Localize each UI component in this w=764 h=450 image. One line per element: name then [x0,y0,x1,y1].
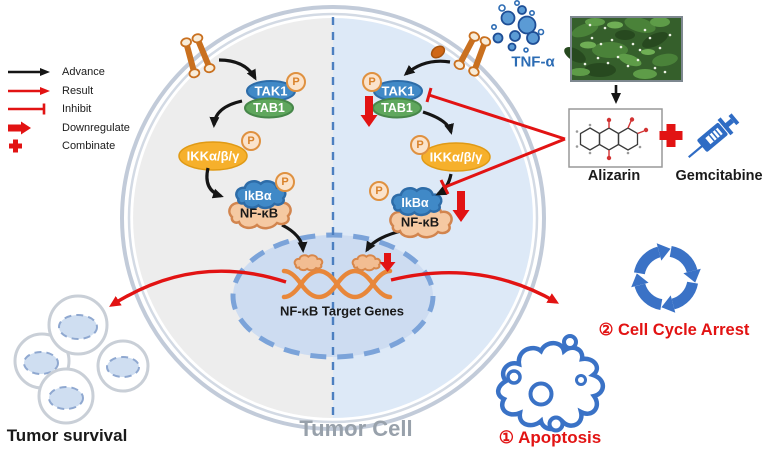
tnf-label: TNF-α [511,53,555,71]
alizarin-label: Alizarin [587,168,641,184]
legend-label: Inhibit [62,103,92,116]
ikba-left-label: IkBα [244,189,272,203]
legend-row-downregulate: Downregulate [6,119,130,138]
apoptosis-icon [496,334,606,433]
ikba-right-label: IkBα [401,196,429,210]
phospho-badge: P [362,72,382,92]
target-genes-label: NF-κB Target Genes [279,303,405,319]
ikk-left-label: IKKα/β/γ [186,148,240,164]
gemcitabine-label: Gemcitabine [675,168,763,184]
tak1-right-label: TAK1 [381,83,415,99]
result-arrows [109,269,560,307]
legend-row-advance: Advance [6,63,130,82]
phospho-badge: P [241,131,261,151]
result-arrow-icon [8,86,50,95]
syringe-icon [688,113,740,159]
nfkb-left-label: NF-κB [239,205,279,221]
phospho-badge: P [286,72,306,92]
ikk-right-label: IKKα/β/γ [429,149,483,165]
apoptosis-label: ① Apoptosis [498,428,602,447]
downregulate-arrows [360,96,470,222]
nfkb-right-label: NF-κB [400,214,440,230]
phospho-badge: P [275,172,295,192]
legend-row-result: Result [6,82,130,101]
legend-row-combinate: Combinate [6,137,130,156]
cell-cycle-icon [631,243,701,313]
phospho-badge: P [410,135,430,155]
pathway-right [372,80,491,239]
downregulate-arrow-genes [379,253,396,272]
downregulate-arrow-icon [8,121,31,135]
legend: Advance Result Inhibit Downregulate Comb… [6,63,130,156]
legend-label: Combinate [62,140,116,153]
cell-cycle-arrest-label: ② Cell Cycle Arrest [598,321,750,339]
inhibit-bar-icon [8,103,46,115]
legend-label: Downregulate [62,121,130,134]
pathway-left [178,80,296,230]
phospho-badge: P [369,181,389,201]
tumor-cell-title: Tumor Cell [299,416,413,441]
tab1-left-label: TAB1 [253,101,285,115]
alizarin-structure [568,108,663,168]
combinate-plus-icon [9,139,22,153]
receptor-icon-left [180,33,216,79]
advance-arrow-icon [8,68,50,77]
tnf-molecules-icon [490,0,545,53]
tnf-ligand-bound [430,45,446,59]
receptor-icon-right [453,31,492,77]
legend-label: Advance [62,66,105,79]
herb-photo [564,16,683,82]
tak1-left-label: TAK1 [254,83,288,99]
inhibit-lines [425,87,566,195]
dna-icon [281,268,393,300]
plus-icon [659,124,683,147]
tumor-survival-label: Tumor survival [6,426,128,445]
tab1-right-label: TAB1 [381,101,413,115]
legend-label: Result [62,84,94,97]
legend-row-inhibit: Inhibit [6,100,130,119]
tumor-survival-cells [13,294,150,425]
